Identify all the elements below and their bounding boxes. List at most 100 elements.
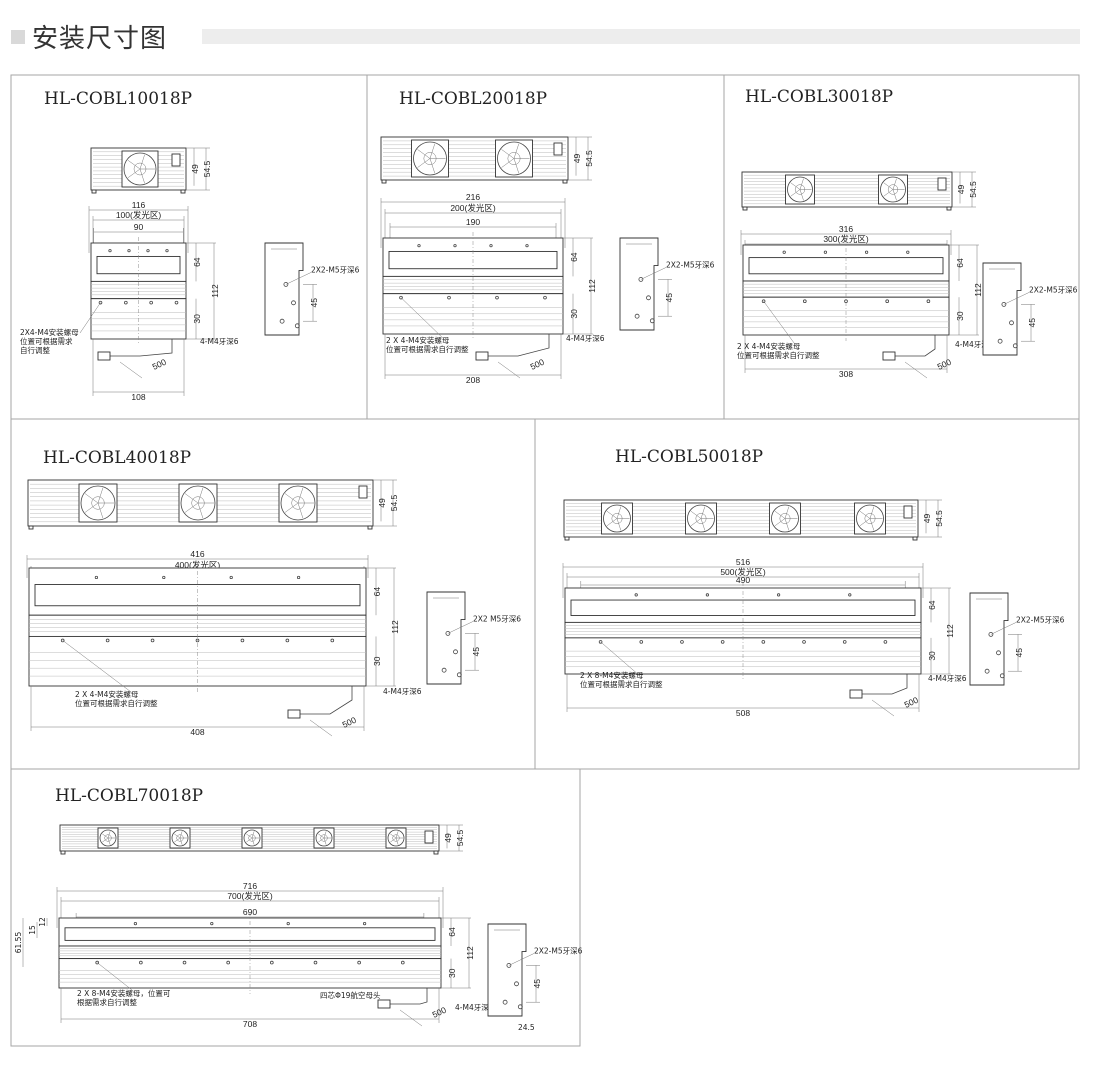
bracket-hole: [283, 281, 289, 287]
cable: [300, 686, 353, 715]
mount-nut: [883, 640, 888, 644]
dim-bottom: 508: [736, 708, 750, 718]
dim-line: [309, 719, 333, 737]
dim-30: 30: [447, 968, 457, 978]
fan-blade: [616, 518, 622, 531]
screw-hole: [210, 921, 214, 926]
dim-bracket: 45: [664, 293, 674, 303]
screw-hole: [705, 593, 710, 597]
mount-nut: [313, 960, 318, 965]
fan-icon: [99, 829, 117, 847]
dim-64: 64: [192, 257, 202, 267]
bracket-thread-note: 2X2-M5牙深6: [1016, 615, 1065, 624]
bracket-hole: [638, 276, 644, 282]
connector-plate: [171, 153, 181, 167]
fan-icon: [171, 829, 189, 847]
dim-height: 49: [377, 498, 387, 508]
dim-height: 49: [443, 833, 453, 843]
fan-icon: [123, 152, 157, 186]
bracket: [487, 923, 527, 1017]
mount-note: 2 X 4-M4安装螺母: [75, 689, 139, 699]
dim-112: 112: [945, 624, 955, 638]
cable: [862, 674, 908, 695]
mount-nut: [761, 299, 766, 304]
foot: [742, 206, 748, 211]
bracket-hole: [517, 1004, 523, 1010]
light-window: [64, 927, 436, 941]
cable: [895, 335, 936, 357]
bracket-hole: [984, 668, 990, 674]
mount-note: 2 X 4-M4安装螺母: [386, 335, 450, 345]
mount-nut: [95, 960, 99, 965]
dim-64: 64: [569, 252, 579, 262]
panel-4: HL-COBL40018P4954.5416400(发光区)3906411230…: [26, 448, 521, 737]
dim-height: 49: [956, 185, 966, 195]
dim-line: [399, 1009, 423, 1027]
fan-blade: [179, 831, 183, 839]
dim-left-b: 15: [28, 925, 37, 935]
mount-nut: [400, 960, 405, 965]
bracket-hole: [506, 963, 512, 968]
panel-border-5: [534, 418, 1080, 770]
fan-blade: [107, 831, 111, 839]
fan-blade: [318, 833, 325, 839]
model-title: HL-COBL30018P: [745, 87, 893, 107]
fan-blade: [429, 143, 436, 159]
foot: [180, 189, 186, 194]
dim-112: 112: [587, 279, 597, 293]
dim-inner: 490: [736, 575, 750, 585]
foot: [91, 189, 97, 194]
bracket-hole: [291, 300, 296, 306]
dim-30: 30: [192, 314, 202, 324]
mount-nut: [150, 638, 155, 643]
dim-bottom: 108: [131, 392, 145, 402]
foot: [912, 536, 918, 541]
thread-note: 4-M4牙深6: [928, 674, 967, 683]
fan-blade: [700, 506, 706, 519]
foot: [381, 179, 387, 184]
mount-nut: [802, 640, 806, 644]
dim-30: 30: [955, 311, 965, 321]
connector-plug: [849, 689, 863, 699]
bracket-hole: [456, 672, 462, 678]
dim-height-total: 54.5: [968, 181, 978, 198]
foot: [367, 525, 373, 530]
connector-plate: [553, 142, 563, 156]
fan-blade: [174, 833, 181, 839]
fan-blade: [869, 506, 875, 519]
screw-hole: [525, 244, 529, 248]
connector-plug: [475, 351, 489, 361]
fan-blade: [284, 493, 299, 504]
mount-nut: [270, 960, 274, 965]
fan-blade: [127, 168, 141, 179]
leader-line: [97, 962, 138, 995]
connector-plug: [287, 709, 301, 719]
dim-30: 30: [569, 309, 579, 319]
dim-30: 30: [927, 651, 937, 661]
fan-blade: [395, 837, 399, 845]
mount-note: 自行调整: [20, 345, 50, 355]
fan-blade: [513, 158, 520, 174]
fan-blade: [883, 189, 894, 197]
fan-blade: [784, 518, 790, 531]
fan-blade: [892, 189, 897, 201]
cable: [390, 988, 428, 1005]
bracket-hole: [453, 649, 458, 655]
bracket: [619, 237, 659, 331]
screw-hole: [489, 244, 493, 248]
dim-left-a: 61.55: [14, 932, 23, 954]
screw-hole: [127, 249, 131, 253]
dim-height-total: 54.5: [202, 160, 212, 177]
fan-icon: [497, 141, 531, 176]
thread-note: 4-M4牙深6: [383, 687, 422, 696]
fan-blade: [139, 168, 145, 184]
leader-line: [79, 302, 101, 334]
dim-bottom: 308: [839, 369, 853, 379]
fan-blade: [883, 182, 894, 190]
dim-line: [904, 361, 928, 379]
dim-overall: 516: [736, 557, 750, 567]
mount-nut: [226, 960, 230, 965]
dim-bottom: 708: [243, 1019, 257, 1029]
mount-nut: [195, 638, 200, 643]
